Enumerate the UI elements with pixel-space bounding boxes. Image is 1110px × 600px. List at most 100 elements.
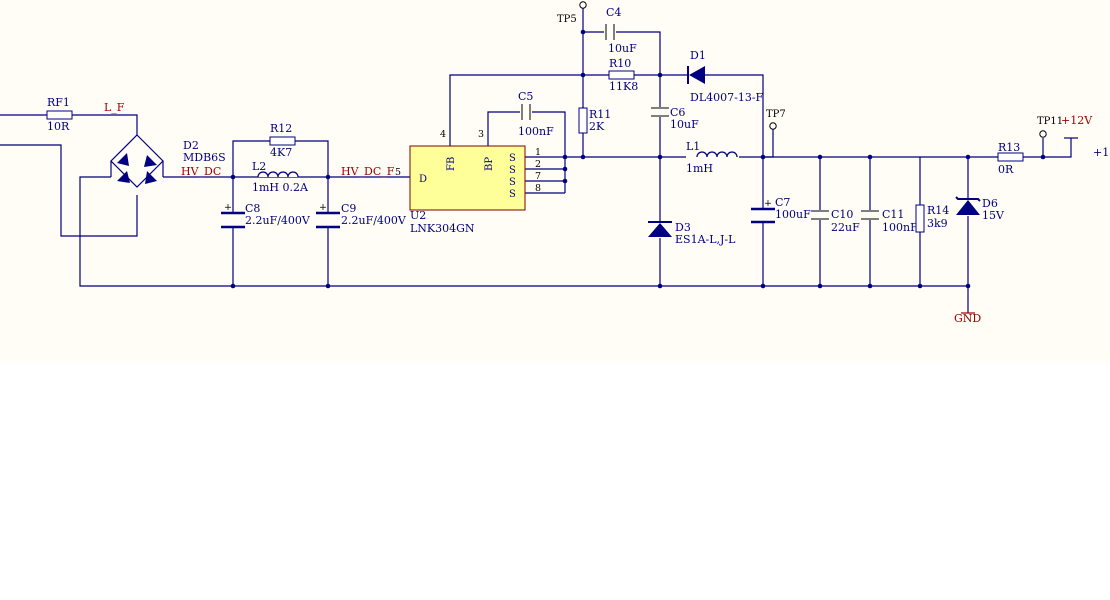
junction (580, 29, 586, 35)
u2-value: LNK304GN (410, 222, 475, 235)
u2-pin-bp-label: BP (484, 157, 495, 171)
power-port-gnd: GND (954, 312, 981, 325)
junction (657, 72, 663, 78)
r11-resistor: R11 2K (578, 107, 611, 134)
c8-value: 2.2uF/400V (245, 214, 311, 227)
d3-ref: D3 (675, 221, 691, 234)
junction (657, 283, 663, 289)
u2-pin-s2-label: S (509, 165, 516, 176)
junction (817, 283, 823, 289)
svg-text:+: + (319, 202, 327, 213)
d6-ref: D6 (982, 197, 998, 210)
u2-pin-s3-label: S (509, 177, 516, 188)
d2-value: MDB6S (183, 151, 226, 164)
l1-value: 1mH (686, 162, 713, 175)
l2-ref: L2 (252, 160, 266, 173)
svg-text:+: + (224, 202, 232, 213)
c5-value: 100nF (518, 125, 554, 138)
r13-resistor: R13 0R (997, 141, 1024, 176)
u2-pin-8-number: 8 (535, 183, 541, 194)
c11-ref: C11 (882, 208, 904, 221)
u2-pin-7-number: 7 (535, 171, 541, 182)
c8-capacitor: + C8 2.2uF/400V (221, 202, 311, 229)
d6-zener-diode: D6 15V (955, 196, 1005, 222)
junction (917, 283, 923, 289)
r13-ref: R13 (998, 141, 1020, 154)
r12-ref: R12 (270, 122, 292, 135)
net-label-l-f: L_F (104, 101, 125, 114)
rf1-value: 10R (47, 120, 70, 133)
net-label-gnd: GND (954, 312, 981, 325)
wire-tp7 (763, 129, 774, 158)
u2-pin-3-number: 3 (478, 129, 484, 140)
r14-ref: R14 (927, 204, 949, 217)
u2-pin-1-number: 1 (535, 147, 541, 158)
u2-pin-s1-label: S (509, 153, 516, 164)
d1-diode: D1 DL4007-13-F (687, 49, 764, 104)
junction (817, 154, 823, 160)
junction (562, 166, 568, 172)
junction (562, 154, 568, 160)
schematic-sheet: RF1 10R L_F D2 MDB6S HV_DC R12 4K7 L2 1m… (0, 1, 1110, 325)
c11-capacitor: C11 100nF (861, 208, 918, 234)
wires (0, 8, 1072, 313)
c10-ref: C10 (831, 208, 853, 221)
wire-line-input (0, 114, 138, 135)
power-port-12v: +12V (1061, 114, 1093, 139)
junction (580, 154, 586, 160)
junction (867, 154, 873, 160)
r10-value: 11K8 (609, 80, 638, 93)
d1-value: DL4007-13-F (690, 91, 764, 104)
c9-ref: C9 (341, 202, 356, 215)
l1-ref: L1 (686, 140, 700, 153)
junction (657, 154, 663, 160)
d3-value: ES1A-L,J-L (675, 233, 736, 246)
d1-ref: D1 (690, 49, 706, 62)
wire-ground-rail (79, 176, 969, 313)
c4-ref: C4 (606, 6, 621, 19)
c8-ref: C8 (245, 202, 260, 215)
d6-value: 15V (982, 209, 1005, 222)
c5-capacitor: C5 100nF (518, 90, 554, 138)
tp5-test-point[interactable]: TP5 (557, 1, 587, 25)
junction (965, 154, 971, 160)
c10-capacitor: C10 22uF (811, 208, 860, 234)
r13-value: 0R (998, 163, 1014, 176)
c5-ref: C5 (518, 90, 533, 103)
junction (325, 174, 331, 180)
c4-value: 10uF (608, 42, 637, 55)
wire-c4-c6-d3 (582, 8, 661, 286)
u2-pin-s4-label: S (509, 189, 516, 200)
junction (965, 283, 971, 289)
junction (230, 174, 236, 180)
r14-resistor: R14 3k9 (915, 204, 949, 233)
tp11-test-point[interactable]: TP11 (1037, 116, 1063, 138)
c11-value: 100nF (882, 221, 918, 234)
rf1-ref: RF1 (47, 96, 70, 109)
c6-capacitor: C6 10uF (651, 106, 699, 131)
l2-value: 1mH 0.2A (252, 181, 309, 194)
l1-inductor: L1 1mH (686, 140, 738, 175)
c9-capacitor: + C9 2.2uF/400V (316, 202, 407, 229)
tp5-ref: TP5 (557, 14, 577, 25)
c7-value: 100uF (775, 208, 811, 221)
u2-ic: 5 D FB BP 4 3 S S S S 1 2 7 8 U2 LNK304G… (395, 129, 541, 235)
wire-r12-loop (232, 140, 329, 177)
r12-resistor: R12 4K7 (269, 122, 296, 159)
u2-pin-5-number: 5 (395, 167, 401, 178)
d3-diode: D3 ES1A-L,J-L (648, 221, 736, 246)
r10-ref: R10 (609, 57, 631, 70)
junction (230, 283, 236, 289)
r14-value: 3k9 (927, 217, 948, 230)
junction (760, 283, 766, 289)
svg-text:+: + (764, 198, 772, 209)
tp7-ref: TP7 (766, 109, 786, 120)
c4-capacitor: C4 10uF (605, 6, 637, 55)
tp7-test-point[interactable]: TP7 (766, 109, 786, 130)
tp11-ref: TP11 (1037, 116, 1063, 127)
r11-ref: R11 (589, 108, 611, 121)
u2-pin-4-number: 4 (440, 129, 446, 140)
rf1-resistor: RF1 10R (46, 96, 73, 133)
net-label-12v: +12V (1061, 114, 1093, 127)
junction (1040, 154, 1046, 160)
